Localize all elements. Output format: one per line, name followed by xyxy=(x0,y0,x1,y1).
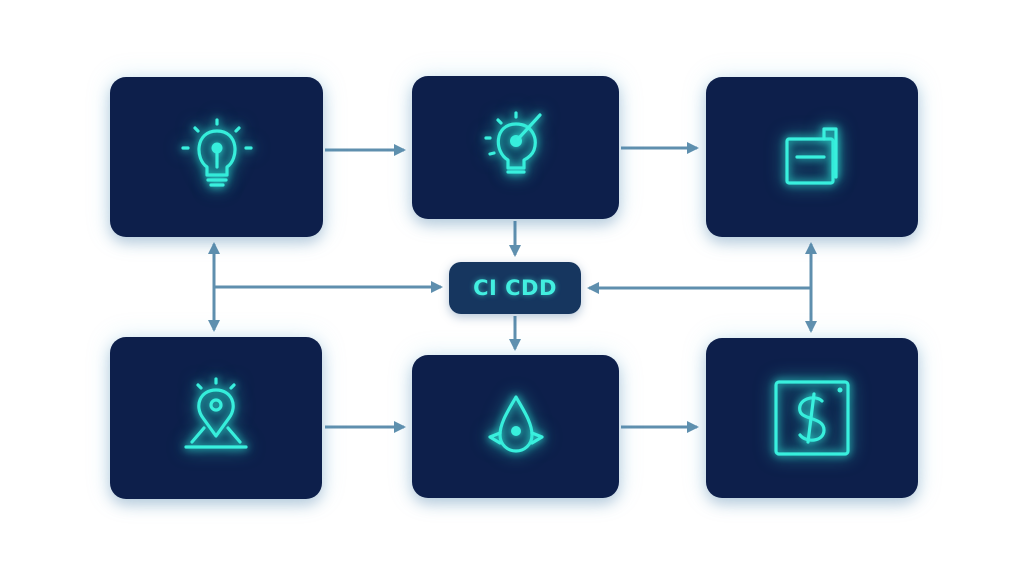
map-pin-icon xyxy=(184,377,248,449)
rocket-drop-icon xyxy=(487,394,544,453)
node-lightbulb[interactable] xyxy=(110,77,323,237)
node-idea-gauge[interactable] xyxy=(412,76,619,219)
dollar-frame-icon xyxy=(774,380,850,456)
ci-cdd-hub[interactable]: CI CDD xyxy=(449,262,581,314)
node-document-panel[interactable] xyxy=(706,77,918,237)
document-panel-icon xyxy=(785,127,838,185)
node-rocket-drop[interactable] xyxy=(412,355,619,498)
lightbulb-icon xyxy=(180,118,253,187)
hub-label: CI CDD xyxy=(473,276,557,300)
node-map-pin[interactable] xyxy=(110,337,322,499)
idea-gauge-icon xyxy=(483,110,542,174)
node-dollar-frame[interactable] xyxy=(706,338,918,498)
